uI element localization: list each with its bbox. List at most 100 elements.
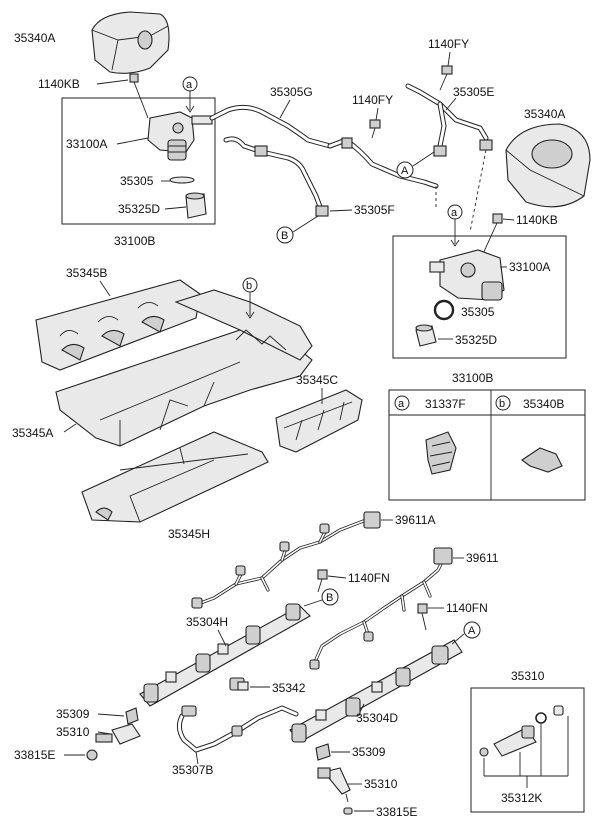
tube-35305g xyxy=(209,104,333,149)
svg-text:B: B xyxy=(326,592,333,604)
label-harness: 39611 xyxy=(466,551,499,565)
label-assy-right: 33100B xyxy=(452,371,493,385)
label-pump-left: 33100A xyxy=(66,137,107,151)
clip-31337f xyxy=(425,431,457,475)
callout-a-left: a xyxy=(182,76,198,113)
label-oring-left: 33815E xyxy=(14,748,55,762)
svg-text:b: b xyxy=(246,280,252,292)
svg-text:a: a xyxy=(451,207,458,219)
bolt-fn-left xyxy=(317,569,328,593)
label-cover-c: 35345C xyxy=(296,373,338,387)
sensor-35342 xyxy=(229,677,249,691)
callout-A-rail: A xyxy=(451,621,481,645)
label-tube-b: 35307B xyxy=(172,763,213,777)
fuel-pump-left xyxy=(147,111,213,161)
kit-injector xyxy=(479,705,564,757)
label-tube-f: 35305F xyxy=(354,203,395,217)
bolt-fn-right xyxy=(417,603,428,631)
label-seal-right: 35305 xyxy=(461,305,495,319)
label-bolt-fn-right: 1140FN xyxy=(446,601,488,615)
engine-cover-right xyxy=(505,123,591,208)
svg-text:b: b xyxy=(499,398,505,410)
label-tube-g: 35305G xyxy=(270,85,313,99)
engine-cover-top-left xyxy=(91,11,170,74)
fuel-rail-35304d xyxy=(289,639,463,743)
fuel-pump-right xyxy=(429,249,505,301)
label-bolt-fn-left: 1140FN xyxy=(348,571,390,585)
label-oring-bottom: 33815E xyxy=(376,805,417,819)
label-harness-a: 39611A xyxy=(395,513,435,527)
label-bolt-right: 1140KB xyxy=(516,213,558,227)
cover-35345a xyxy=(55,289,313,447)
seal-left xyxy=(169,176,195,184)
kit-box xyxy=(470,687,585,813)
oring-left xyxy=(86,749,98,761)
label-clip-left: 35309 xyxy=(56,707,90,721)
tube-35307b xyxy=(176,705,299,753)
label-cover-top-left: 35340A xyxy=(14,31,55,45)
label-assy-left: 33100B xyxy=(114,234,155,248)
label-bolt-left: 1140KB xyxy=(38,77,80,91)
callout-B-top: B xyxy=(276,215,319,244)
label-rail-d: 35304D xyxy=(356,711,398,725)
label-pump-right: 33100A xyxy=(509,260,550,274)
harness-39611a xyxy=(191,511,381,609)
callout-b-cover: b xyxy=(242,277,258,319)
svg-text:A: A xyxy=(401,165,409,177)
harness-39611 xyxy=(309,547,453,670)
svg-text:a: a xyxy=(186,79,193,91)
label-injector-left: 35310 xyxy=(56,725,90,739)
svg-text:A: A xyxy=(468,625,476,637)
cover-35345c xyxy=(275,389,363,453)
label-sensor: 35342 xyxy=(272,681,306,695)
seal-right xyxy=(433,299,455,321)
label-cover-b: 35345B xyxy=(66,266,107,280)
svg-text:a: a xyxy=(398,398,405,410)
label-rail-h: 35304H xyxy=(186,615,228,629)
label-clip-bottom: 35309 xyxy=(352,745,386,759)
label-cover-h: 35345H xyxy=(168,527,210,541)
callout-a-right: a xyxy=(447,204,463,247)
kit-leaders xyxy=(483,716,569,788)
cup-left xyxy=(185,192,207,219)
clip-bottom xyxy=(315,743,331,761)
tube-35305f xyxy=(223,136,329,217)
bolt-left xyxy=(129,73,149,119)
cup-right xyxy=(415,324,437,347)
legend-a: a 31337F xyxy=(394,395,466,475)
oring-bottom xyxy=(343,807,353,815)
injector-left xyxy=(95,723,141,745)
legend-b: b 35340B xyxy=(495,395,564,473)
label-cover-a: 35345A xyxy=(12,426,53,440)
label-cover-right: 35340A xyxy=(524,107,565,121)
fuel-rail-35304h xyxy=(139,603,311,707)
bolt-fy-mid xyxy=(369,119,381,139)
bolt-fy-top xyxy=(439,65,453,91)
pump-assembly-box-left xyxy=(61,97,216,225)
cover-35345h xyxy=(81,431,269,523)
cover-35345b xyxy=(35,279,201,371)
label-kit-title: 35310 xyxy=(511,669,545,683)
label-injector-bottom: 35310 xyxy=(364,777,398,791)
legend-table xyxy=(388,389,586,501)
label-seal-left: 35305 xyxy=(120,174,154,188)
legend-b-part: 35340B xyxy=(523,397,564,411)
label-tube-e: 35305E xyxy=(453,85,494,99)
svg-text:B: B xyxy=(281,230,288,242)
label-bolt-fy-mid: 1140FY xyxy=(352,93,393,107)
pump-assembly-box-right xyxy=(392,235,567,359)
label-kit-part: 35312K xyxy=(501,791,542,805)
bolt-right xyxy=(481,213,503,257)
clip-left xyxy=(125,707,139,725)
label-cup-right: 35325D xyxy=(455,333,497,347)
label-cup-left: 35325D xyxy=(118,202,160,216)
tube-35305e xyxy=(327,83,493,189)
callout-B-rail: B xyxy=(303,588,339,607)
label-bolt-fy-top: 1140FY xyxy=(428,37,469,51)
bracket-35340b xyxy=(521,447,563,473)
injector-bottom xyxy=(317,767,351,803)
callout-A-top: A xyxy=(396,151,435,179)
legend-a-part: 31337F xyxy=(425,397,466,411)
